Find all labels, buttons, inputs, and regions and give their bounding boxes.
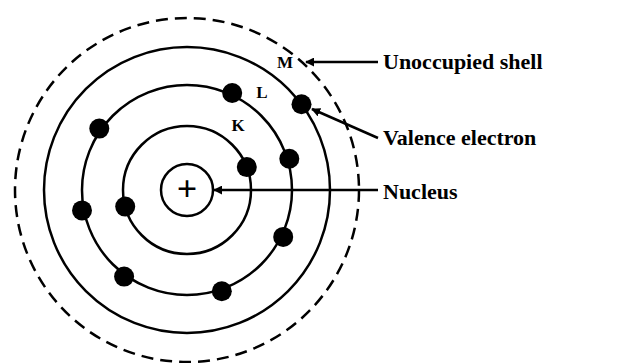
shell-ring-circle bbox=[82, 85, 292, 295]
electrons bbox=[72, 83, 312, 301]
shell-ring: LK+ bbox=[82, 85, 292, 295]
shell-letter: L bbox=[256, 84, 267, 101]
leader-arrow bbox=[306, 61, 378, 64]
callout-label: Unoccupied shell bbox=[383, 51, 543, 73]
shell-ring-circle bbox=[123, 126, 251, 254]
shell-letter: K bbox=[231, 117, 244, 134]
leader-arrow bbox=[214, 189, 378, 192]
leader-lines bbox=[214, 62, 378, 190]
shell-ring: K+ bbox=[123, 126, 251, 254]
callout-label: Valence electron bbox=[383, 127, 536, 149]
unoccupied-shell bbox=[15, 18, 359, 362]
nucleus-circle bbox=[161, 164, 213, 216]
shell-ring: MLK+ bbox=[44, 47, 330, 333]
nucleus: + bbox=[161, 164, 213, 216]
charge-symbol: + bbox=[177, 171, 198, 207]
callout-label: Nucleus bbox=[383, 181, 458, 203]
shell-letter: M bbox=[277, 54, 293, 71]
leader-arrow bbox=[312, 109, 378, 138]
shell-ring-circle bbox=[44, 47, 330, 333]
